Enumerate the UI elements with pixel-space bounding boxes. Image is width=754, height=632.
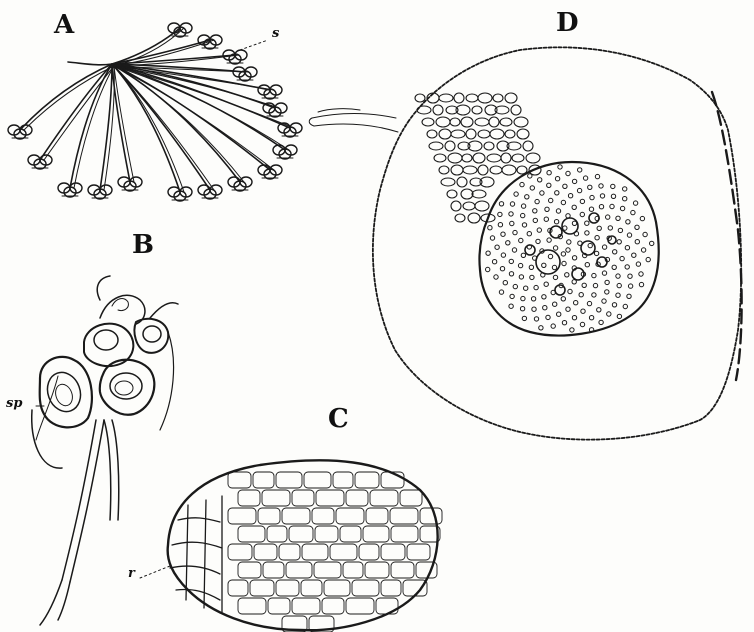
panel-b-drawing bbox=[32, 276, 178, 625]
panel-d-drawing bbox=[309, 47, 741, 439]
panel-c-label: C bbox=[328, 404, 349, 434]
panel-c-drawing bbox=[140, 460, 442, 632]
panel-b-annotation: sp bbox=[6, 396, 22, 411]
panel-b-label: B bbox=[132, 230, 154, 260]
panel-a-annotation: s bbox=[272, 26, 279, 41]
panel-a-label: A bbox=[54, 10, 74, 40]
panel-a-drawing bbox=[8, 23, 302, 201]
panel-d-label: D bbox=[556, 8, 579, 38]
panel-c-annotation: r bbox=[128, 566, 135, 581]
